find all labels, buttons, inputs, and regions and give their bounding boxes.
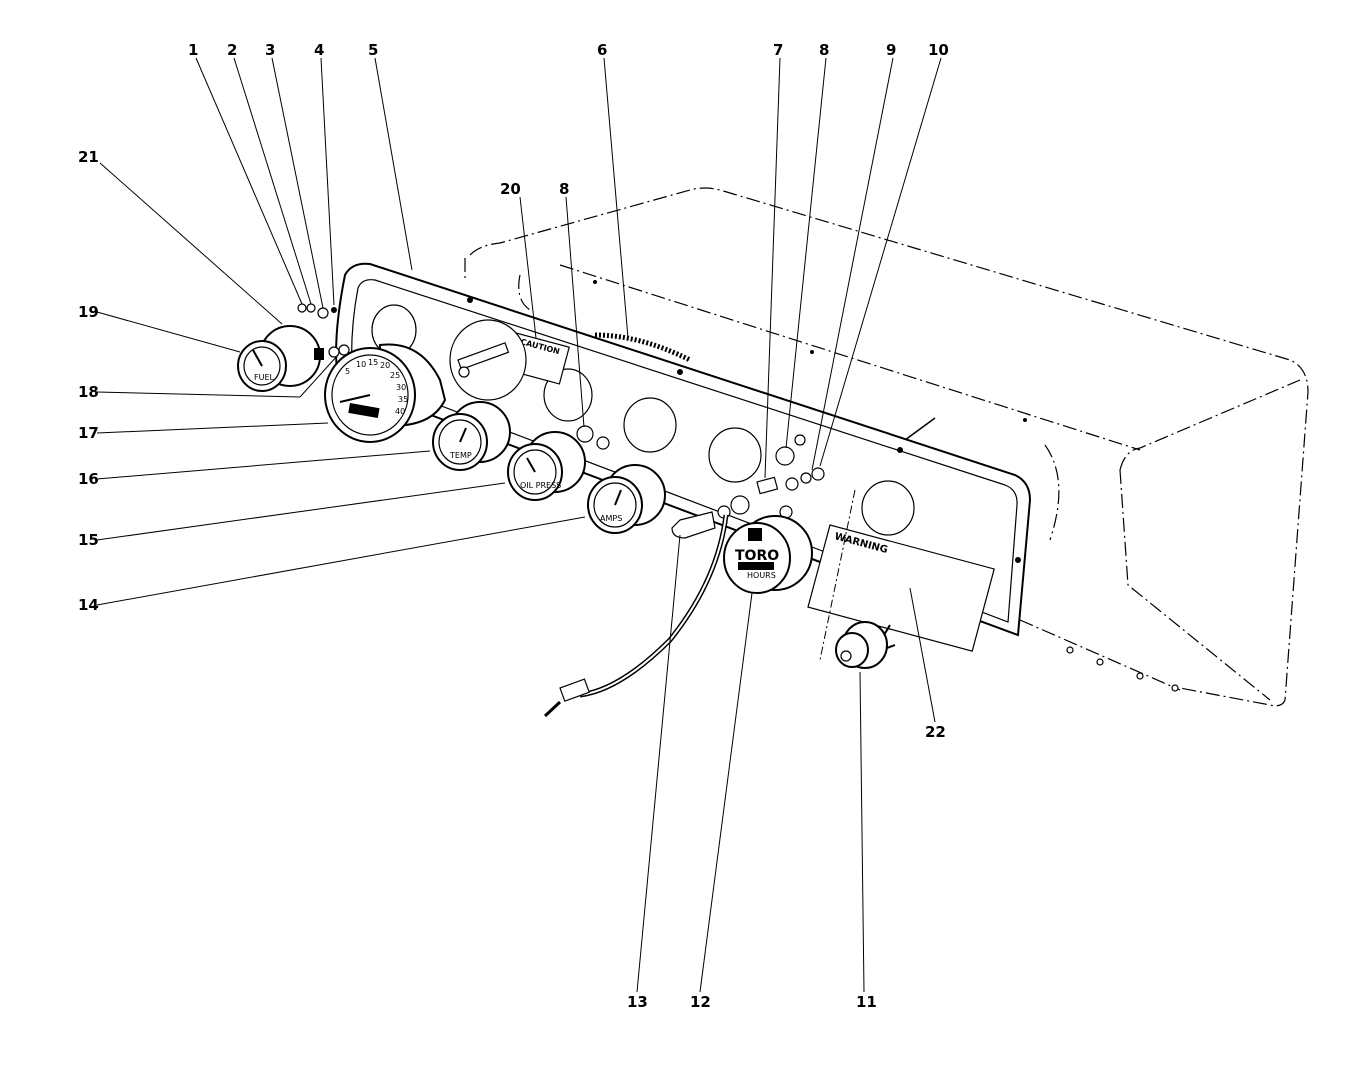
panel-switches — [576, 425, 825, 519]
tach-tick-15: 15 — [368, 358, 378, 367]
callout-6: 6 — [597, 41, 607, 59]
tachometer-gauge: 5 10 15 20 25 30 35 40 — [324, 343, 447, 443]
callout-20: 20 — [500, 180, 521, 198]
callout-21: 21 — [78, 148, 99, 166]
callout-7: 7 — [773, 41, 783, 59]
tach-tick-20: 20 — [380, 361, 390, 370]
callout-9: 9 — [886, 41, 896, 59]
choke-gear — [594, 332, 692, 363]
tach-tick-5: 5 — [345, 367, 350, 376]
callout-3: 3 — [265, 41, 275, 59]
panel-hole — [708, 427, 762, 483]
ammeter-gauge: AMPS — [587, 464, 666, 534]
hour-meter: TORO HOURS — [723, 515, 813, 594]
ignition-key — [671, 511, 716, 539]
wire-stub — [904, 417, 936, 441]
fuel-gauge: FUEL — [237, 325, 324, 392]
callout-16: 16 — [78, 470, 99, 488]
fuel-gauge-label: FUEL — [254, 373, 275, 382]
temp-gauge-label: TEMP — [449, 451, 472, 460]
callout-14: 14 — [78, 596, 99, 614]
callout-10: 10 — [928, 41, 949, 59]
callout-11: 11 — [856, 993, 877, 1011]
panel-hole — [623, 397, 677, 453]
callout-15: 15 — [78, 531, 99, 549]
dash-housing — [464, 187, 1309, 707]
ignition-switch — [835, 621, 896, 669]
callout-1: 1 — [188, 41, 198, 59]
hour-meter-sub: HOURS — [747, 571, 776, 580]
callout-13: 13 — [627, 993, 648, 1011]
callout-22: 22 — [925, 723, 946, 741]
tach-tick-35: 35 — [398, 395, 408, 404]
callout-8-mid: 8 — [559, 180, 569, 198]
callout-2: 2 — [227, 41, 237, 59]
oil-gauge-label: OIL PRESS — [520, 481, 561, 490]
throttle-cable — [543, 514, 729, 718]
oil-pressure-gauge: OIL PRESS — [507, 431, 586, 501]
ammeter-label: AMPS — [600, 514, 622, 523]
tach-tick-40: 40 — [395, 407, 405, 416]
leader-lines — [96, 57, 942, 993]
callout-numbers: 1 2 3 4 5 6 7 8 9 10 21 20 8 19 18 17 16… — [78, 41, 949, 1011]
tach-tick-10: 10 — [356, 360, 366, 369]
callout-19: 19 — [78, 303, 99, 321]
callout-12: 12 — [690, 993, 711, 1011]
panel-hole — [861, 480, 915, 536]
warning-decal — [807, 524, 995, 652]
temp-gauge: TEMP — [432, 401, 511, 471]
cable-fitting — [449, 319, 527, 401]
callout-18: 18 — [78, 383, 99, 401]
callout-4: 4 — [314, 41, 324, 59]
tach-tick-30: 30 — [396, 383, 406, 392]
callout-17: 17 — [78, 424, 99, 442]
callout-8-top: 8 — [819, 41, 829, 59]
callout-5: 5 — [368, 41, 378, 59]
hour-meter-brand: TORO — [735, 548, 779, 564]
tach-tick-25: 25 — [390, 371, 400, 380]
